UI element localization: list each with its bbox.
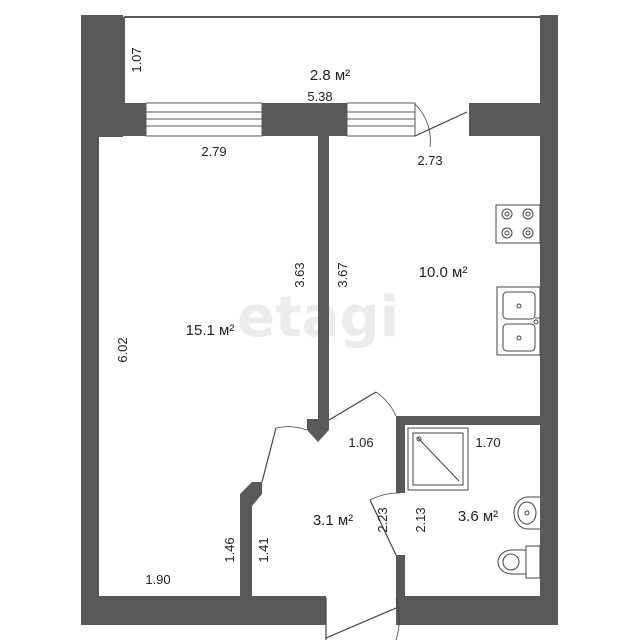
door-kitchen bbox=[328, 391, 377, 421]
wall-bathroom-top bbox=[396, 416, 540, 425]
dim-living-width: 2.79 bbox=[201, 144, 226, 159]
door-bathroom bbox=[369, 499, 397, 556]
balcony-boundary bbox=[123, 16, 541, 103]
double-sink-icon bbox=[496, 286, 541, 356]
wall-left bbox=[81, 103, 99, 625]
bathroom-area: 3.6 м² bbox=[458, 508, 498, 525]
balcony-area: 2.8 м² bbox=[310, 67, 350, 84]
wall-partition-living-kitchen bbox=[318, 136, 329, 419]
hallway-area: 3.1 м² bbox=[313, 512, 353, 529]
shower-tray-icon bbox=[407, 427, 469, 491]
wall-bathroom-left bbox=[396, 416, 405, 493]
washbasin-icon bbox=[513, 496, 540, 530]
living-room-area: 15.1 м² bbox=[186, 322, 235, 339]
wall-bathroom-left-lower bbox=[396, 555, 405, 625]
wall-top-right bbox=[469, 103, 558, 136]
toilet-icon bbox=[497, 545, 541, 579]
wall-bottom-left bbox=[81, 596, 326, 625]
dim-kitchen-width: 2.73 bbox=[417, 153, 442, 168]
kitchen-area: 10.0 м² bbox=[419, 264, 468, 281]
dim-hall-left-inner: 1.41 bbox=[256, 537, 271, 562]
door-balcony bbox=[414, 111, 468, 137]
wall-living-hall bbox=[240, 482, 262, 598]
wall-bottom-right bbox=[396, 596, 558, 625]
dim-living-length: 6.02 bbox=[115, 337, 130, 362]
dim-living-bottom: 1.90 bbox=[145, 572, 170, 587]
dim-hall-wall: 2.23 bbox=[375, 507, 390, 532]
dim-balcony-width: 5.38 bbox=[307, 89, 332, 104]
wall-right bbox=[540, 15, 558, 625]
dim-balcony-depth: 1.07 bbox=[129, 47, 144, 72]
door-living bbox=[261, 427, 277, 483]
wall-partition-end bbox=[307, 419, 329, 442]
doors bbox=[261, 103, 468, 640]
wall-top-left bbox=[81, 103, 146, 136]
dim-bath-width: 1.70 bbox=[475, 435, 500, 450]
wall-top-middle bbox=[262, 103, 347, 136]
dim-kitchen-partition: 3.67 bbox=[335, 262, 350, 287]
dim-hall-left-outer: 1.46 bbox=[222, 537, 237, 562]
dim-hall-width: 1.06 bbox=[348, 435, 373, 450]
dim-bath-height: 2.13 bbox=[413, 507, 428, 532]
windows bbox=[145, 102, 416, 137]
stove-icon bbox=[495, 204, 541, 244]
walls bbox=[81, 15, 558, 625]
dim-living-partition: 3.63 bbox=[292, 262, 307, 287]
